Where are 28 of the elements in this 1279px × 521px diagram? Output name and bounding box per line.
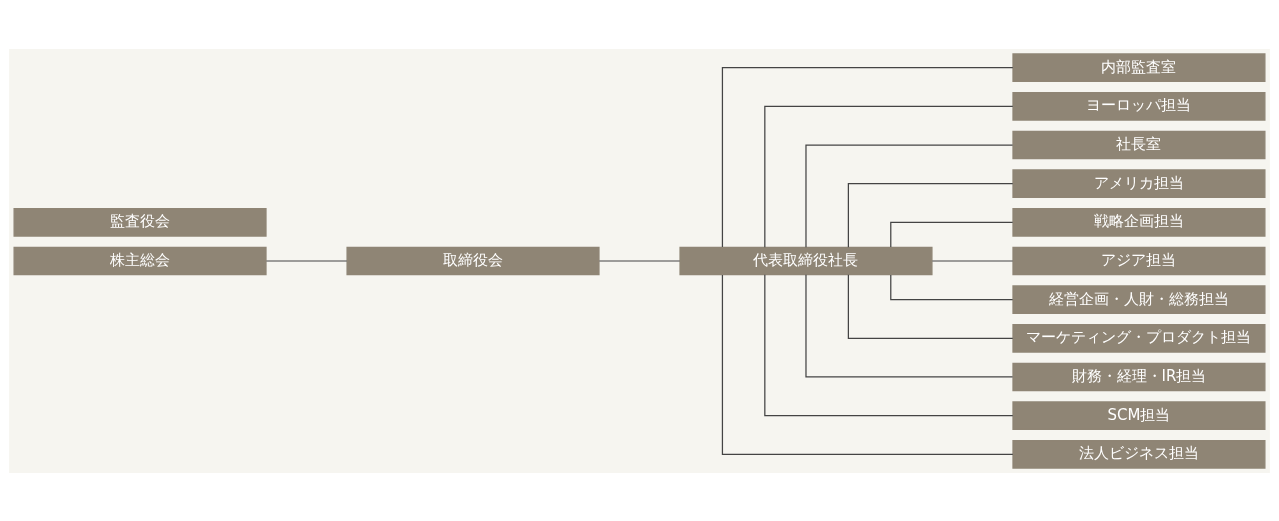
connector xyxy=(847,273,1014,339)
node-box: SCM担当 xyxy=(1012,400,1266,430)
connector xyxy=(805,273,1014,378)
node-box: マーケティング・プロダクト担当 xyxy=(1012,323,1266,353)
connector xyxy=(890,221,1014,248)
node-box: 株主総会 xyxy=(13,246,267,275)
node-box: 監査役会 xyxy=(13,207,267,237)
connector xyxy=(265,259,348,262)
connector xyxy=(764,105,1014,248)
node-box: 戦略企画担当 xyxy=(1012,207,1266,237)
node-box: アメリカ担当 xyxy=(1012,168,1266,198)
connector xyxy=(805,143,1014,248)
connector xyxy=(931,259,1014,262)
connector xyxy=(847,182,1014,248)
node-box: 代表取締役社長 xyxy=(679,246,933,275)
node-box: 内部監査室 xyxy=(1012,52,1266,82)
connector xyxy=(764,273,1014,416)
node-box: 経営企画・人財・総務担当 xyxy=(1012,284,1266,314)
connector xyxy=(721,66,1014,248)
connector xyxy=(721,273,1014,455)
node-box: 財務・経理・IR担当 xyxy=(1012,362,1266,391)
node-box: 社長室 xyxy=(1012,130,1266,159)
connector xyxy=(890,273,1014,300)
node-box: ヨーロッパ担当 xyxy=(1012,91,1266,121)
node-box: アジア担当 xyxy=(1012,246,1266,275)
node-box: 法人ビジネス担当 xyxy=(1012,439,1266,469)
connector xyxy=(598,259,681,262)
node-box: 取締役会 xyxy=(346,246,600,275)
